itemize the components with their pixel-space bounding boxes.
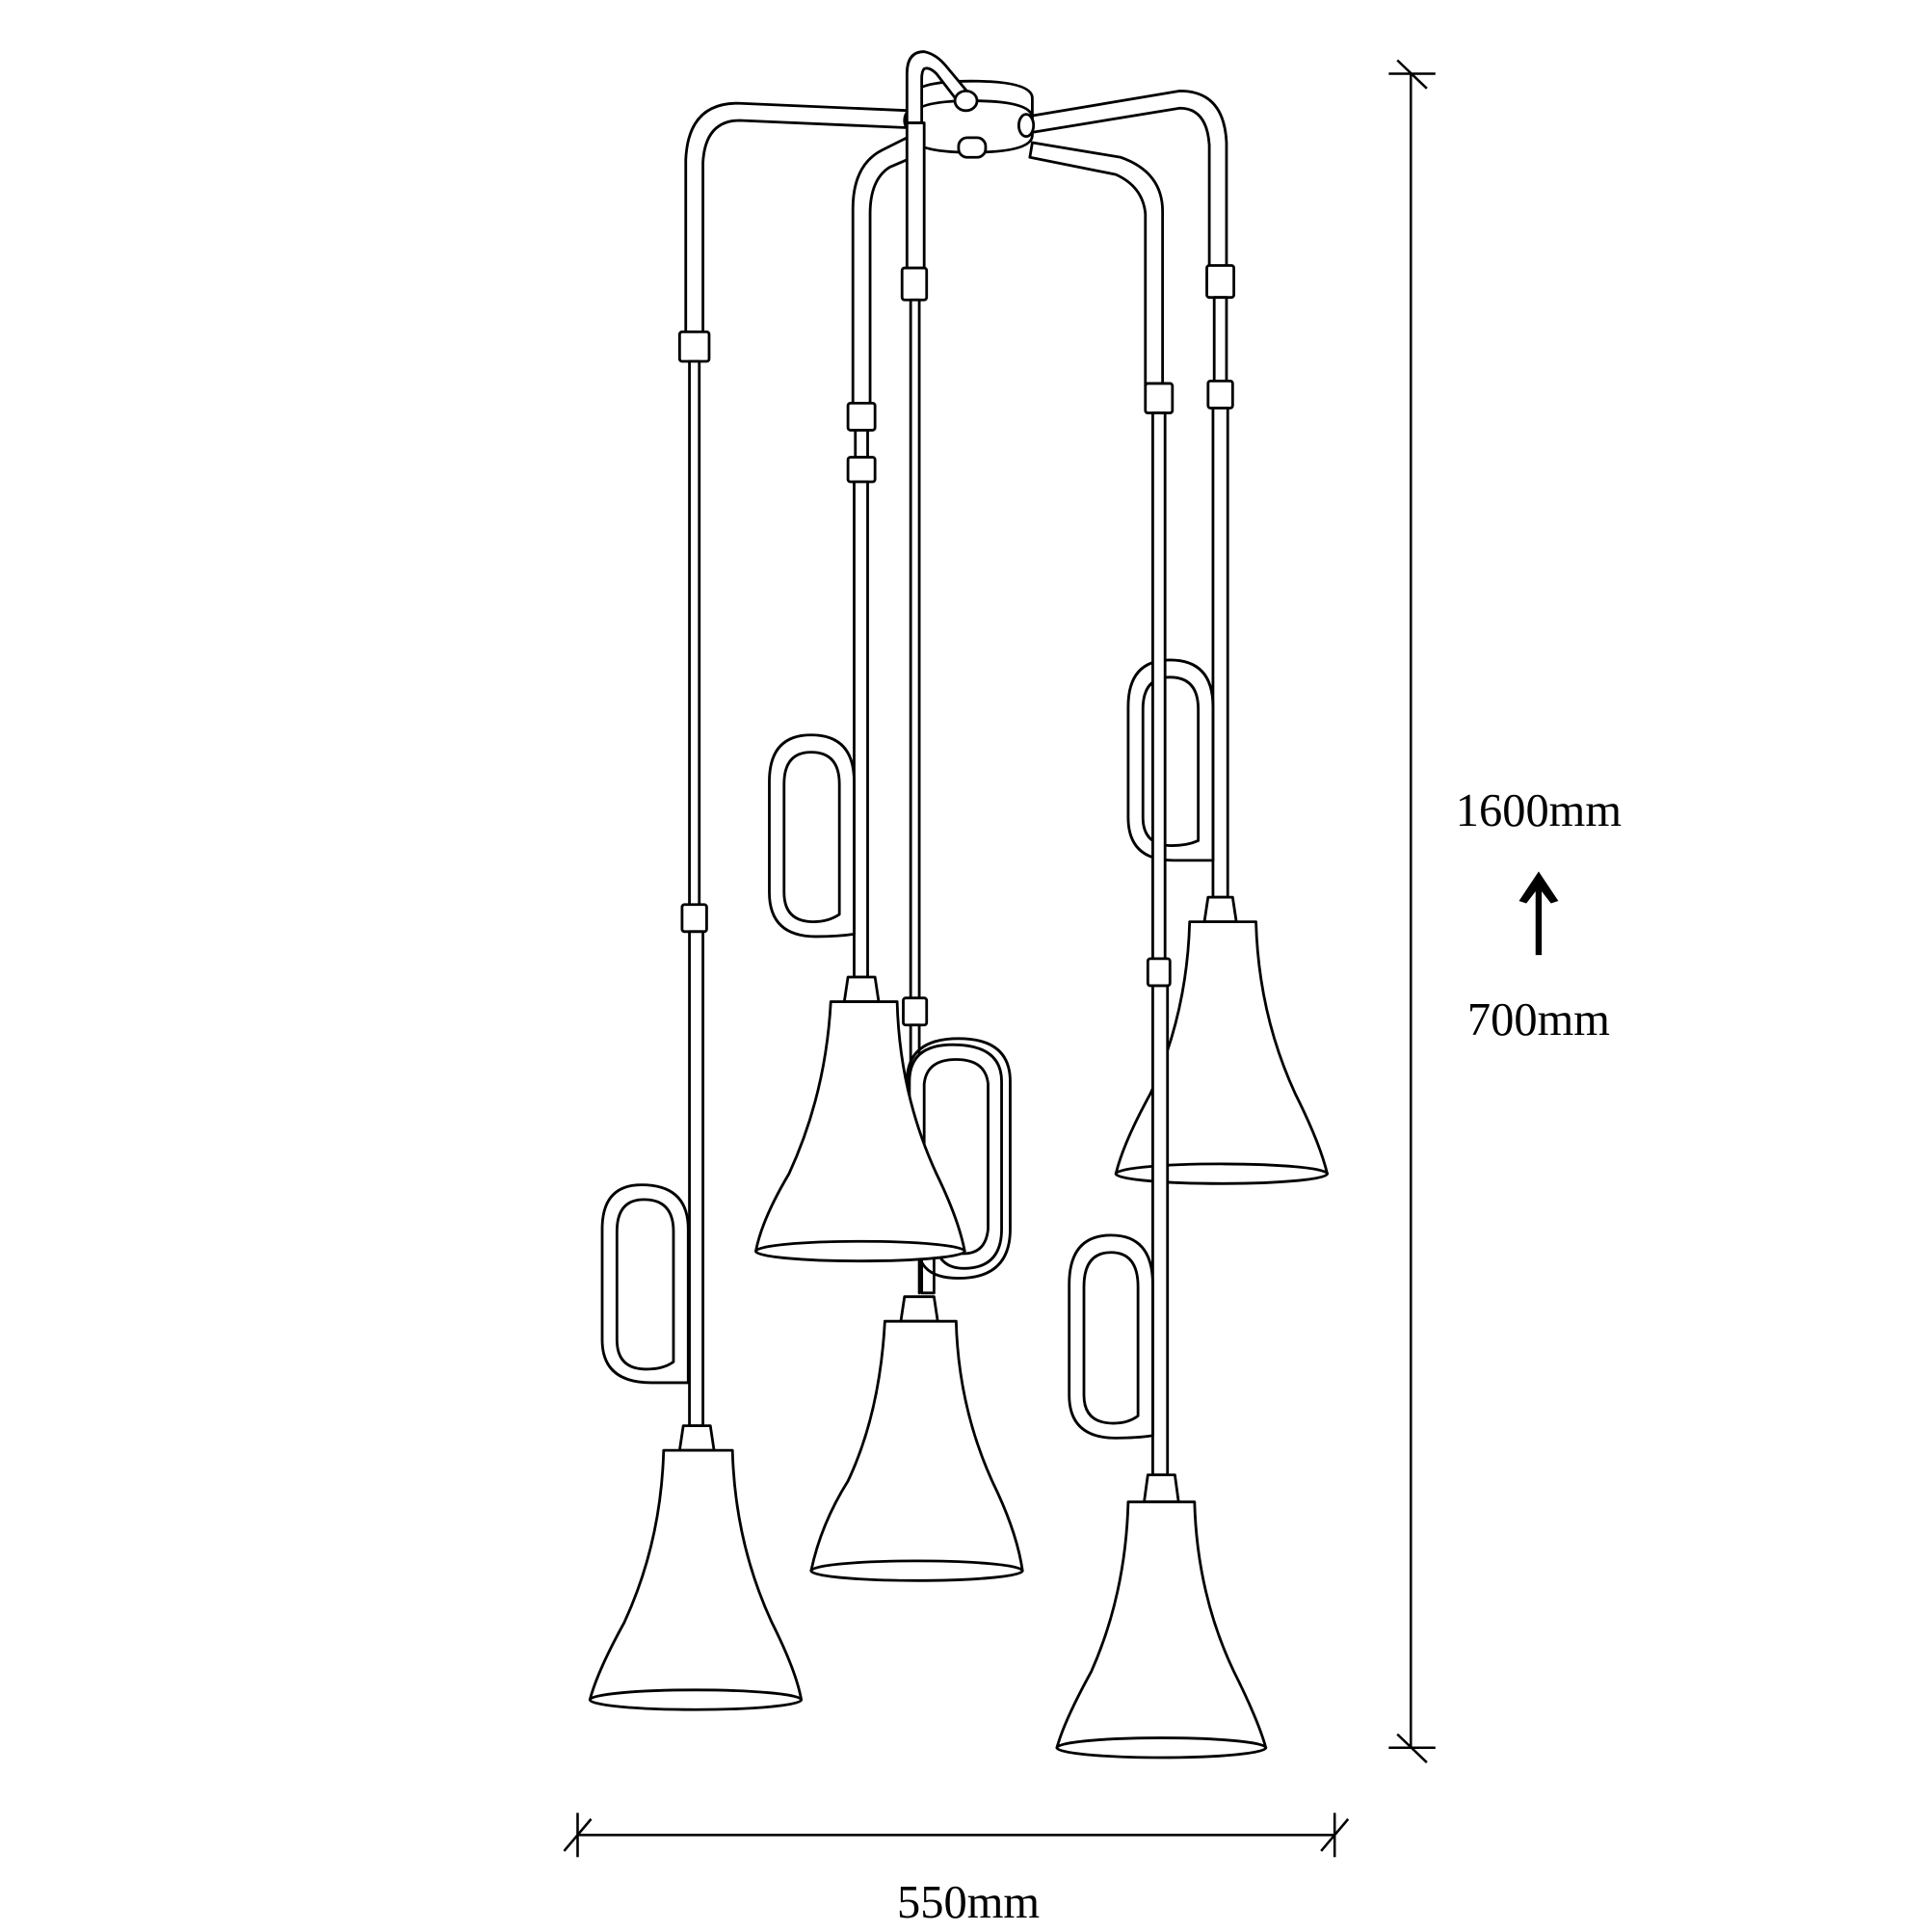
canopy-screw: [957, 136, 988, 159]
shade-a: [588, 1448, 804, 1702]
arm-right-inner: [1028, 141, 1165, 387]
cord-a-sleeve-1: [677, 330, 711, 363]
canopy-socket-right: [1016, 113, 1036, 138]
shade-a-rim: [588, 1688, 804, 1711]
shade-b-cap: [842, 975, 881, 1003]
shade-c: [809, 1319, 1024, 1573]
loop-a-inner: [615, 1198, 675, 1371]
width-dimension: 550mm: [563, 1813, 1350, 1928]
shade-d-rim: [1114, 1162, 1329, 1185]
cord-c-sleeve-1: [900, 266, 929, 302]
cord-c: [909, 298, 921, 1003]
lamp-a: [588, 330, 804, 1711]
cord-b: [853, 480, 869, 979]
cord-d-sleeve-1: [1205, 264, 1236, 300]
shade-e: [1055, 1500, 1268, 1750]
cord-e-sleeve-1: [1144, 382, 1175, 414]
height-max-label: 1600mm: [1456, 785, 1622, 836]
arm-left-outer: [684, 101, 911, 336]
hook-socket: [953, 89, 979, 113]
cord-e: [1151, 411, 1167, 963]
shade-d-cap: [1202, 895, 1238, 924]
cord-a-lower: [688, 930, 704, 1427]
cord-d-mid: [1212, 296, 1228, 385]
cord-a: [688, 359, 701, 909]
shade-c-cap: [899, 1295, 939, 1323]
height-dimension: 1600mm 700mm: [1388, 59, 1622, 1764]
height-bottom-slash: [1396, 1733, 1428, 1764]
cord-c-sleeve-2: [902, 996, 929, 1027]
cord-b-mid: [854, 429, 869, 459]
shade-e-rim: [1055, 1736, 1268, 1760]
shade-c-rim: [809, 1559, 1024, 1582]
width-right-slash: [1320, 1817, 1350, 1852]
lamp-e: [1055, 382, 1268, 1760]
height-min-label: 700mm: [1467, 994, 1610, 1045]
arm-left-inner: [851, 136, 909, 408]
loop-e-inner: [1082, 1251, 1140, 1425]
shade-a-cap: [677, 1424, 716, 1452]
arrow-up-icon: [1518, 871, 1559, 956]
cord-b-sleeve-2: [846, 456, 877, 484]
width-label: 550mm: [897, 1877, 1040, 1927]
cord-d: [1211, 407, 1229, 899]
lamp-b: [754, 401, 966, 1263]
height-top-slash: [1396, 59, 1428, 90]
cord-e-sleeve-2: [1146, 957, 1172, 988]
loop-c-outline: [905, 1037, 1012, 1295]
cord-b-sleeve-1: [846, 401, 877, 432]
cord-e-lower: [1151, 984, 1170, 1477]
loop-d-inner: [1141, 675, 1201, 847]
shade-b-rim: [754, 1239, 966, 1263]
loop-b-inner: [782, 751, 841, 924]
shade-e-cap: [1143, 1473, 1180, 1504]
cord-c-upper: [905, 121, 926, 275]
shade-b: [754, 1000, 966, 1253]
width-left-slash: [563, 1817, 593, 1852]
ceiling-canopy: [684, 50, 1228, 408]
cord-a-sleeve-2: [680, 903, 708, 934]
cord-d-sleeve-2: [1206, 380, 1234, 410]
